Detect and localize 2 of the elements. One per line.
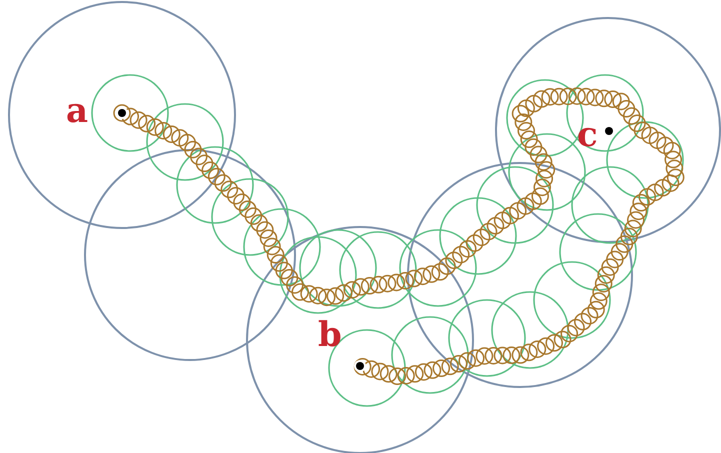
point-label: b [318,318,342,352]
point-label: a [66,94,88,128]
